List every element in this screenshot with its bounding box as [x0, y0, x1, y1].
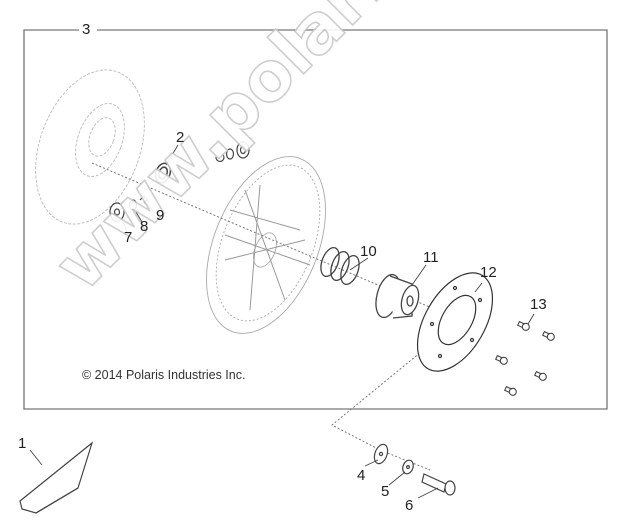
drive-belt: [19, 441, 94, 514]
callout-2: 2: [176, 129, 185, 146]
callout-7: 7: [124, 229, 133, 246]
copyright-notice: © 2014 Polaris Industries Inc.: [82, 368, 246, 382]
callout-12: 12: [480, 264, 497, 281]
spring: [320, 246, 360, 286]
assembly-frame: [23, 29, 608, 410]
screws: [494, 320, 555, 396]
callout-5: 5: [381, 483, 390, 500]
bolt-set: [373, 443, 456, 496]
callout-3: 3: [82, 21, 91, 38]
cover-plate: [416, 272, 494, 372]
callout-1: 1: [18, 435, 27, 452]
leader-lines: [29, 144, 535, 499]
callout-9: 9: [156, 207, 165, 224]
part-2-ring: [154, 162, 172, 184]
callout-6: 6: [405, 497, 414, 514]
spring-cup: [375, 273, 420, 319]
callout-4: 4: [357, 467, 366, 484]
roller-parts: [109, 195, 148, 222]
bearing-set-upper: [215, 141, 250, 163]
callout-11: 11: [423, 249, 439, 266]
callout-10: 10: [360, 243, 377, 260]
callout-13: 13: [530, 296, 547, 313]
movable-sheave: [206, 156, 326, 334]
callout-8: 8: [140, 218, 149, 235]
fixed-sheave: [35, 69, 145, 225]
